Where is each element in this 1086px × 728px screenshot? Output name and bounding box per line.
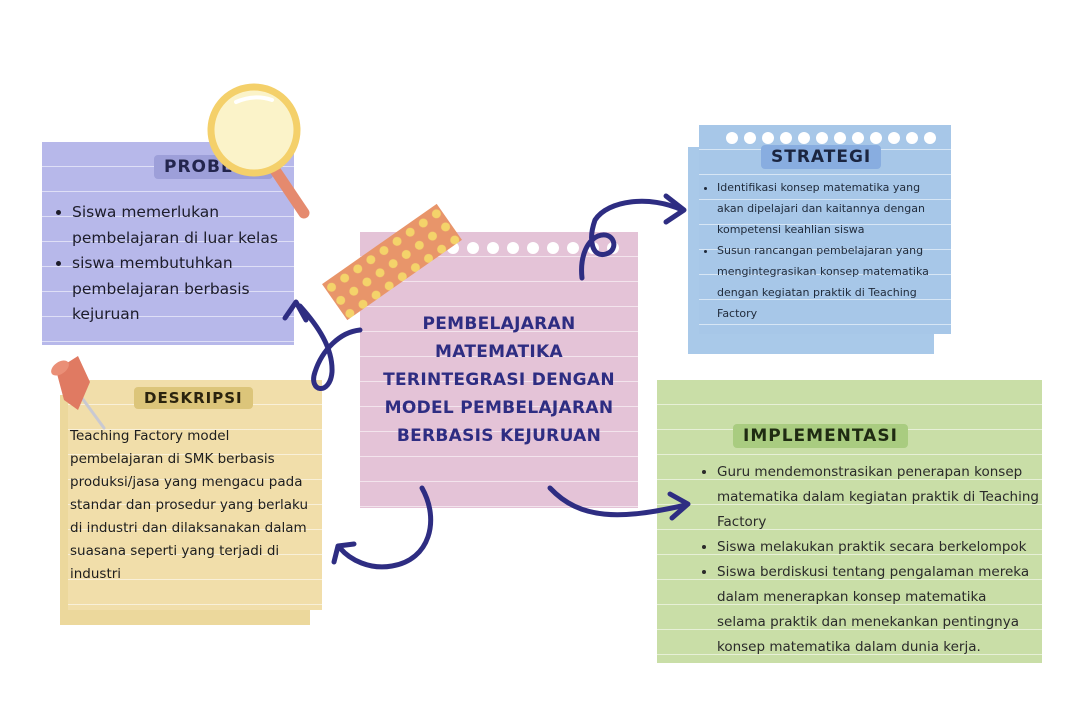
arrow-to-strategi [579, 198, 685, 281]
arrowhead-strategi [663, 193, 687, 225]
strategi-note: STRATEGI Identifikasi konsep matematika … [699, 125, 951, 334]
implementasi-item: Guru mendemonstrasikan penerapan konsep … [717, 460, 1039, 535]
arrowhead-deskripsi [331, 541, 357, 565]
implementasi-note: IMPLEMENTASI Guru mendemonstrasikan pene… [657, 380, 1042, 663]
implementasi-label: IMPLEMENTASI [733, 424, 908, 448]
arrow-to-problem [297, 303, 363, 391]
problem-item: siswa membutuhkan pembelajaran berbasis … [72, 251, 288, 328]
strategi-content: Identifikasi konsep matematika yang akan… [703, 177, 945, 324]
problem-content: Siswa memerlukan pembelajaran di luar ke… [52, 200, 288, 328]
strategi-item: Identifikasi konsep matematika yang akan… [717, 177, 945, 240]
deskripsi-text: Teaching Factory model pembelajaran di S… [70, 428, 309, 582]
strategi-label: STRATEGI [761, 145, 882, 169]
arrowhead-problem [282, 299, 309, 323]
arrow-to-deskripsi [337, 485, 434, 570]
binder-holes [726, 132, 936, 144]
center-note: PEMBELAJARAN MATEMATIKA TERINTEGRASI DEN… [360, 232, 638, 508]
pushpin-icon [51, 356, 106, 430]
implementasi-content: Guru mendemonstrasikan penerapan konsep … [703, 460, 1039, 660]
strategi-item: Susun rancangan pembelajaran yang mengin… [717, 240, 945, 324]
arrow-to-implementasi [547, 485, 689, 518]
problem-item: Siswa memerlukan pembelajaran di luar ke… [72, 200, 288, 251]
deskripsi-note: DESKRIPSI Teaching Factory model pembela… [68, 380, 322, 610]
washi-tape-icon [322, 203, 462, 321]
center-title: PEMBELAJARAN MATEMATIKA TERINTEGRASI DEN… [383, 314, 615, 446]
deskripsi-label: DESKRIPSI [134, 387, 253, 409]
implementasi-item: Siswa berdiskusi tentang pengalaman mere… [717, 560, 1039, 660]
arrowhead-implementasi [667, 491, 691, 521]
implementasi-item: Siswa melakukan praktik secara berkelomp… [717, 535, 1039, 560]
magnifier-icon [207, 83, 310, 219]
